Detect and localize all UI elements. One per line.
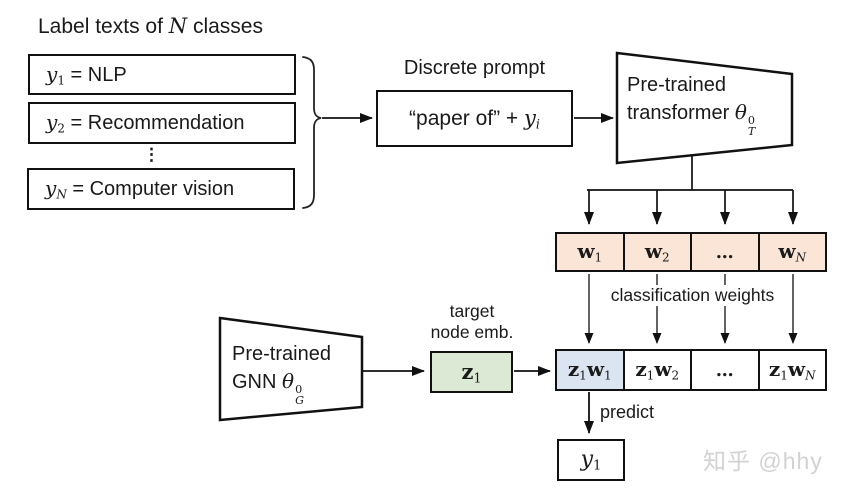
label-box-y2: y2 = Recommendation bbox=[28, 102, 296, 144]
label-box-yN: yN = Computer vision bbox=[27, 168, 295, 210]
label-section-title: Label texts of N classes bbox=[38, 14, 263, 38]
output-box-y1: y1 bbox=[557, 439, 625, 481]
target-node-label: target node emb. bbox=[430, 301, 514, 342]
score-cell-z1w1: z1w1 bbox=[557, 351, 623, 389]
discrete-prompt-box: “paper of” + yi bbox=[376, 90, 573, 147]
predict-label: predict bbox=[600, 402, 655, 422]
gnn-shape bbox=[218, 316, 364, 422]
label-box-y1: y1 = NLP bbox=[28, 54, 296, 95]
score-cell-z1w2: z1w2 bbox=[622, 351, 691, 389]
transformer-shape bbox=[615, 51, 794, 165]
weight-row: w1 w2 … wN bbox=[555, 232, 827, 272]
score-cell-z1wN: z1wN bbox=[757, 351, 826, 389]
grouping-brace bbox=[302, 56, 322, 209]
weight-cell-w1: w1 bbox=[557, 234, 623, 270]
score-cell-ellipsis: … bbox=[690, 351, 758, 389]
embedding-box-z1: z1 bbox=[430, 351, 513, 393]
classification-weights-caption: classification weights bbox=[597, 285, 788, 306]
label-ellipsis: ⋮ bbox=[143, 145, 160, 164]
watermark: 知乎 @hhy bbox=[703, 448, 823, 474]
score-row: z1w1 z1w2 … z1wN bbox=[555, 349, 827, 391]
weight-cell-w2: w2 bbox=[622, 234, 690, 270]
transformer-output-bus bbox=[587, 156, 793, 191]
weight-cell-ellipsis: … bbox=[690, 234, 758, 270]
discrete-prompt-heading: Discrete prompt bbox=[403, 57, 546, 79]
weight-cell-wN: wN bbox=[757, 234, 825, 270]
